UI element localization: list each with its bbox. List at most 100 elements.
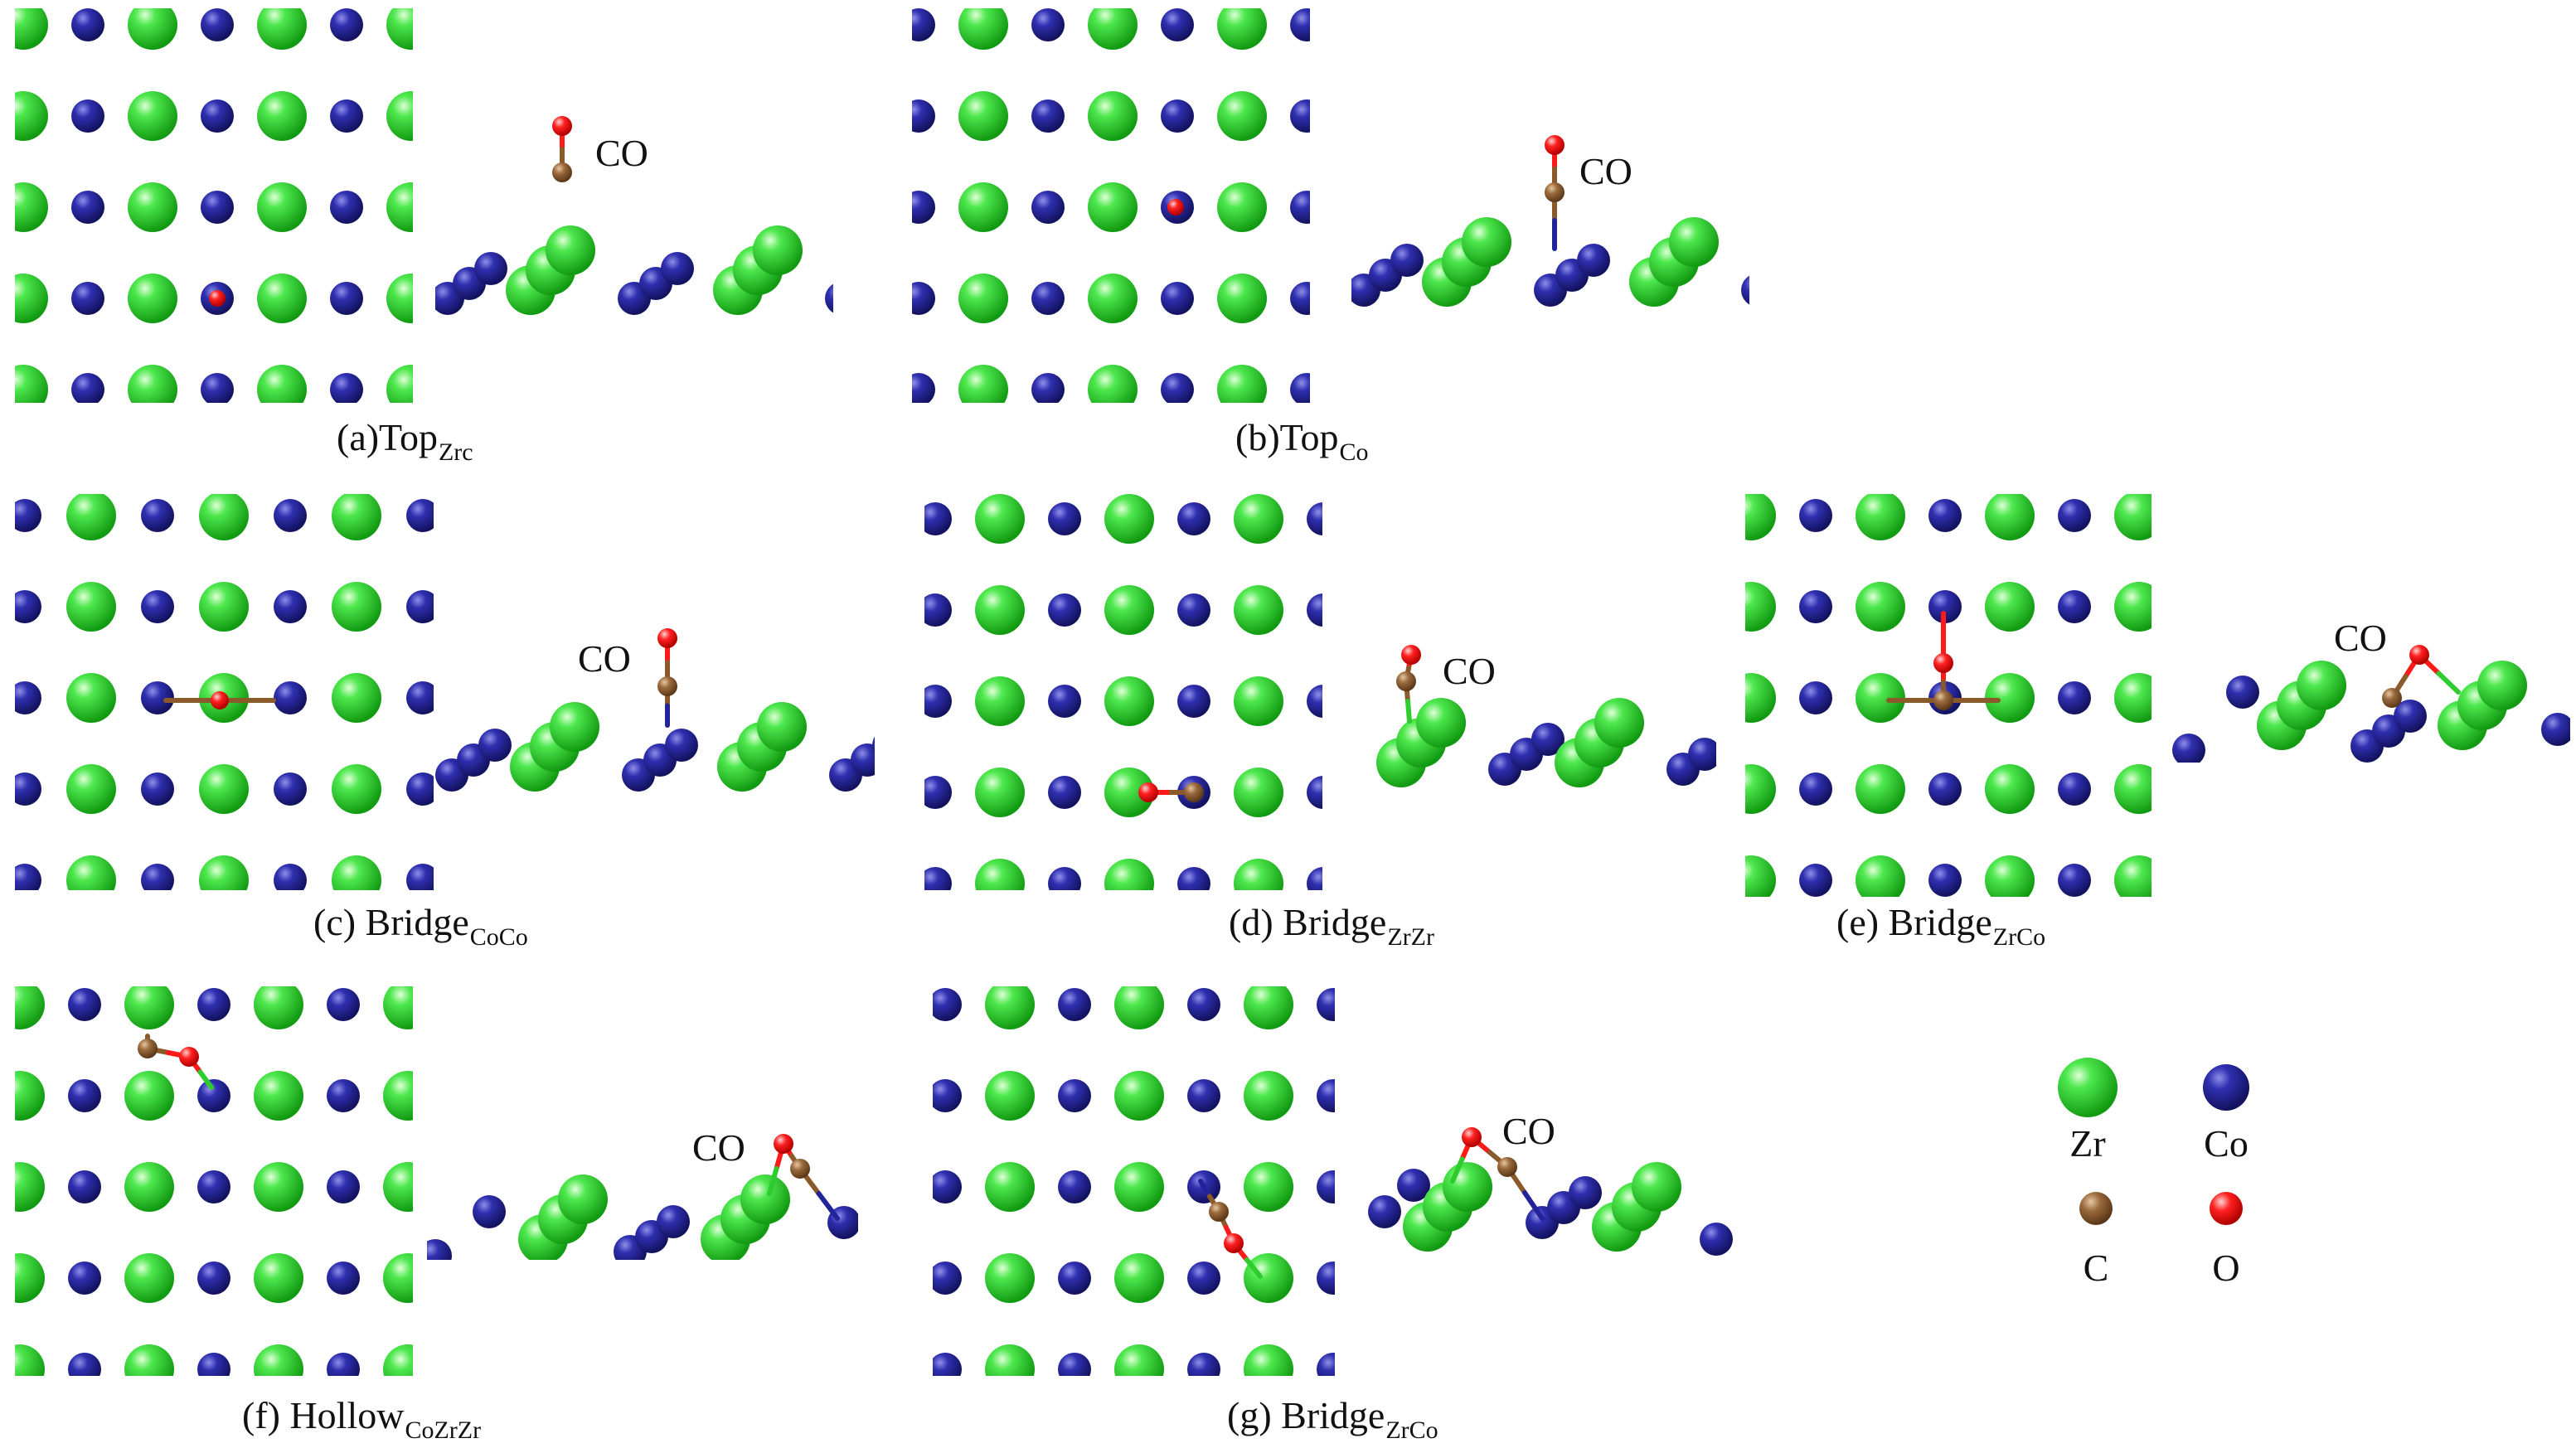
co-atom [1577, 244, 1610, 277]
caption-e-text: (e) Bridge [1836, 901, 1992, 943]
bond [1405, 699, 1412, 724]
co-atom [661, 252, 694, 285]
co-atom [2058, 772, 2091, 806]
co-atom [933, 1079, 962, 1112]
zr-atom [386, 182, 413, 232]
co-atom [1799, 590, 1832, 623]
caption-b: (b)TopCo [1235, 419, 1369, 465]
c-atom [1396, 671, 1416, 691]
zr-atom [1244, 1162, 1293, 1212]
co-atom [274, 590, 307, 623]
zr-atom [199, 494, 249, 540]
co-atom [2058, 681, 2091, 714]
legend-item-o: O [2210, 1192, 2243, 1289]
zr-atom [254, 1253, 303, 1303]
co-atom [327, 1353, 360, 1376]
co-atom [1031, 373, 1065, 403]
caption-a-subscript: Zrc [438, 438, 473, 466]
co-atom [872, 736, 875, 754]
panel-g-top-view [933, 986, 1335, 1376]
zr-atom [1234, 859, 1283, 890]
zr-atom [1985, 673, 2035, 723]
zr-atom [66, 494, 116, 540]
legend-swatch-c [2079, 1192, 2113, 1225]
co-atom [1531, 723, 1565, 756]
co-atom [197, 1079, 230, 1112]
zr-atom [1088, 365, 1138, 403]
co-atom [201, 8, 234, 41]
co-atom [71, 99, 104, 133]
zr-atom [1114, 986, 1164, 1029]
zr-atom [128, 365, 177, 403]
caption-f-subscript: CoZrZr [405, 1417, 482, 1444]
zr-atom [257, 91, 307, 141]
co-atom [1058, 1262, 1091, 1295]
co-atom [141, 681, 174, 714]
panel-e-side-view: CO [2172, 617, 2570, 763]
zr-atom [15, 986, 45, 1029]
co-atom [201, 191, 234, 224]
co-atom [1290, 373, 1310, 403]
zr-atom [2114, 764, 2152, 814]
zr-atom [124, 1253, 174, 1303]
o-atom [2409, 645, 2429, 665]
co-atom [406, 864, 434, 890]
zr-atom [975, 768, 1025, 817]
zr-atom [1088, 91, 1138, 141]
co-atom [924, 776, 952, 809]
co-atom [141, 499, 174, 532]
co-atom [2394, 700, 2427, 733]
co-atom [1390, 244, 1424, 277]
zr-atom [1856, 764, 1905, 814]
panel-c-side-view: CO [435, 628, 875, 792]
c-atom [790, 1159, 810, 1179]
zr-atom [985, 1071, 1035, 1121]
co-atom [825, 283, 833, 313]
co-atom [1048, 685, 1081, 718]
zr-atom [1104, 676, 1154, 726]
zr-atom [124, 1344, 174, 1376]
zr-atom [1244, 1253, 1293, 1303]
co-atom [274, 499, 307, 532]
zr-atom [15, 91, 48, 141]
co-label: CO [595, 132, 648, 174]
co-atom [1763, 259, 1796, 292]
c-atom [1209, 1202, 1229, 1222]
zr-atom [257, 365, 307, 403]
zr-atom [1234, 585, 1283, 635]
co-atom [1048, 502, 1081, 535]
legend-swatch-o [2210, 1192, 2243, 1225]
zr-atom [386, 274, 413, 323]
co-atom [1031, 99, 1065, 133]
co-atom [1187, 1262, 1220, 1295]
co-atom [1187, 1079, 1220, 1112]
zr-atom [128, 182, 177, 232]
co-atom [2172, 734, 2205, 763]
zr-atom [332, 494, 381, 540]
zr-atom [1104, 859, 1154, 890]
c-atom [1545, 182, 1565, 202]
co-atom [197, 1170, 230, 1203]
co-atom [1058, 1079, 1091, 1112]
zr-atom [1114, 1344, 1164, 1376]
co-atom [1161, 282, 1194, 315]
legend-swatch-co [2203, 1064, 2249, 1111]
co-atom [68, 1079, 101, 1112]
panel-f-side-view: CO [427, 1126, 858, 1260]
co-atom [1187, 1353, 1220, 1376]
zr-atom [254, 986, 303, 1029]
panel-a-top-view [15, 8, 413, 403]
zr-atom [1856, 494, 1905, 540]
co-atom [1317, 988, 1335, 1021]
zr-atom [1745, 494, 1776, 540]
caption-c: (c) BridgeCoCo [313, 903, 528, 950]
zr-atom [15, 365, 48, 403]
zr-atom [958, 182, 1008, 232]
zr-atom [1745, 673, 1776, 723]
co-atom [924, 867, 952, 890]
zr-atom [985, 1162, 1035, 1212]
co-atom [1290, 282, 1310, 315]
zr-atom [1114, 1071, 1164, 1121]
co-atom [868, 252, 901, 285]
